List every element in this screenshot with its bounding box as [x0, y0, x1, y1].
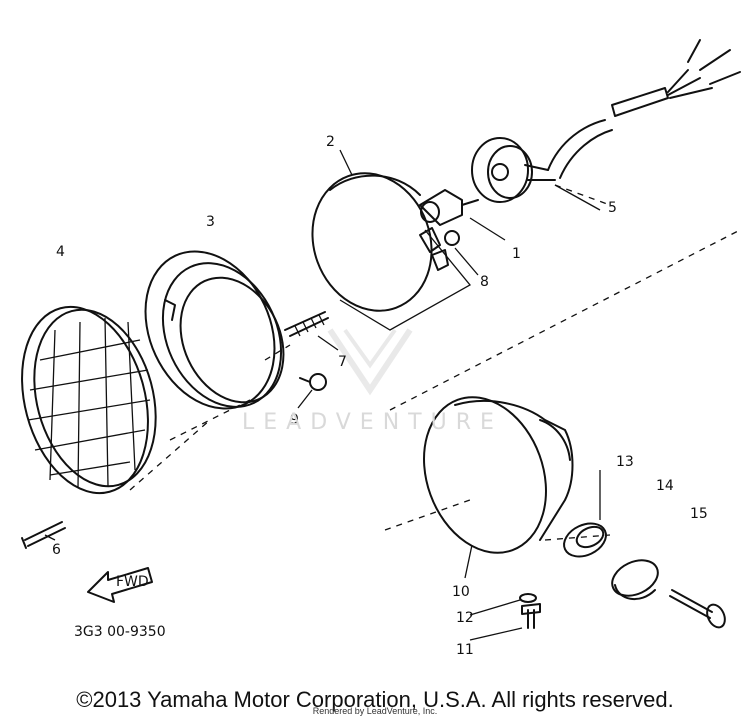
rendered-by-notice: Rendered by LeadVenture, Inc. — [312, 706, 438, 716]
grille-guard — [21, 305, 157, 495]
fwd-arrow: FWD — [87, 567, 153, 603]
label-8: 8 — [480, 274, 489, 290]
copyright-notice: ©2013 Yamaha Motor Corporation, U.S.A. A… — [76, 687, 674, 712]
label-15: 15 — [690, 506, 708, 522]
assembly-lines — [129, 184, 741, 541]
label-9: 9 — [290, 412, 299, 428]
label-7: 7 — [338, 354, 347, 370]
label-6: 6 — [52, 542, 61, 558]
label-5: 5 — [608, 200, 617, 216]
label-4: 4 — [56, 244, 65, 260]
label-2: 2 — [326, 134, 335, 150]
bolt-15 — [669, 589, 726, 629]
label-14: 14 — [656, 478, 674, 494]
label-11: 11 — [456, 642, 474, 658]
watermark-text: LEADVENTURE — [242, 410, 503, 435]
svg-text:FWD: FWD — [116, 574, 149, 590]
bolt-6 — [21, 521, 66, 549]
label-12: 12 — [456, 610, 474, 626]
label-1: 1 — [512, 246, 521, 262]
screw-11-washer-12 — [519, 593, 541, 629]
headlight-unit — [311, 172, 471, 331]
grommet — [563, 522, 607, 558]
label-10: 10 — [452, 584, 470, 600]
cap — [611, 559, 659, 600]
headlight-rim — [144, 250, 285, 410]
label-3: 3 — [206, 214, 215, 230]
watermark-logo — [327, 328, 413, 396]
screw-8 — [444, 230, 460, 246]
leader-lines — [44, 149, 601, 641]
label-13: 13 — [616, 454, 634, 470]
headlight-housing — [423, 396, 574, 554]
adjusting-screw — [284, 311, 329, 337]
screw-9 — [299, 373, 327, 391]
part-code: 3G3 00-9350 — [74, 624, 166, 640]
wiring-harness — [471, 39, 741, 203]
headlight-bulb — [419, 189, 479, 226]
